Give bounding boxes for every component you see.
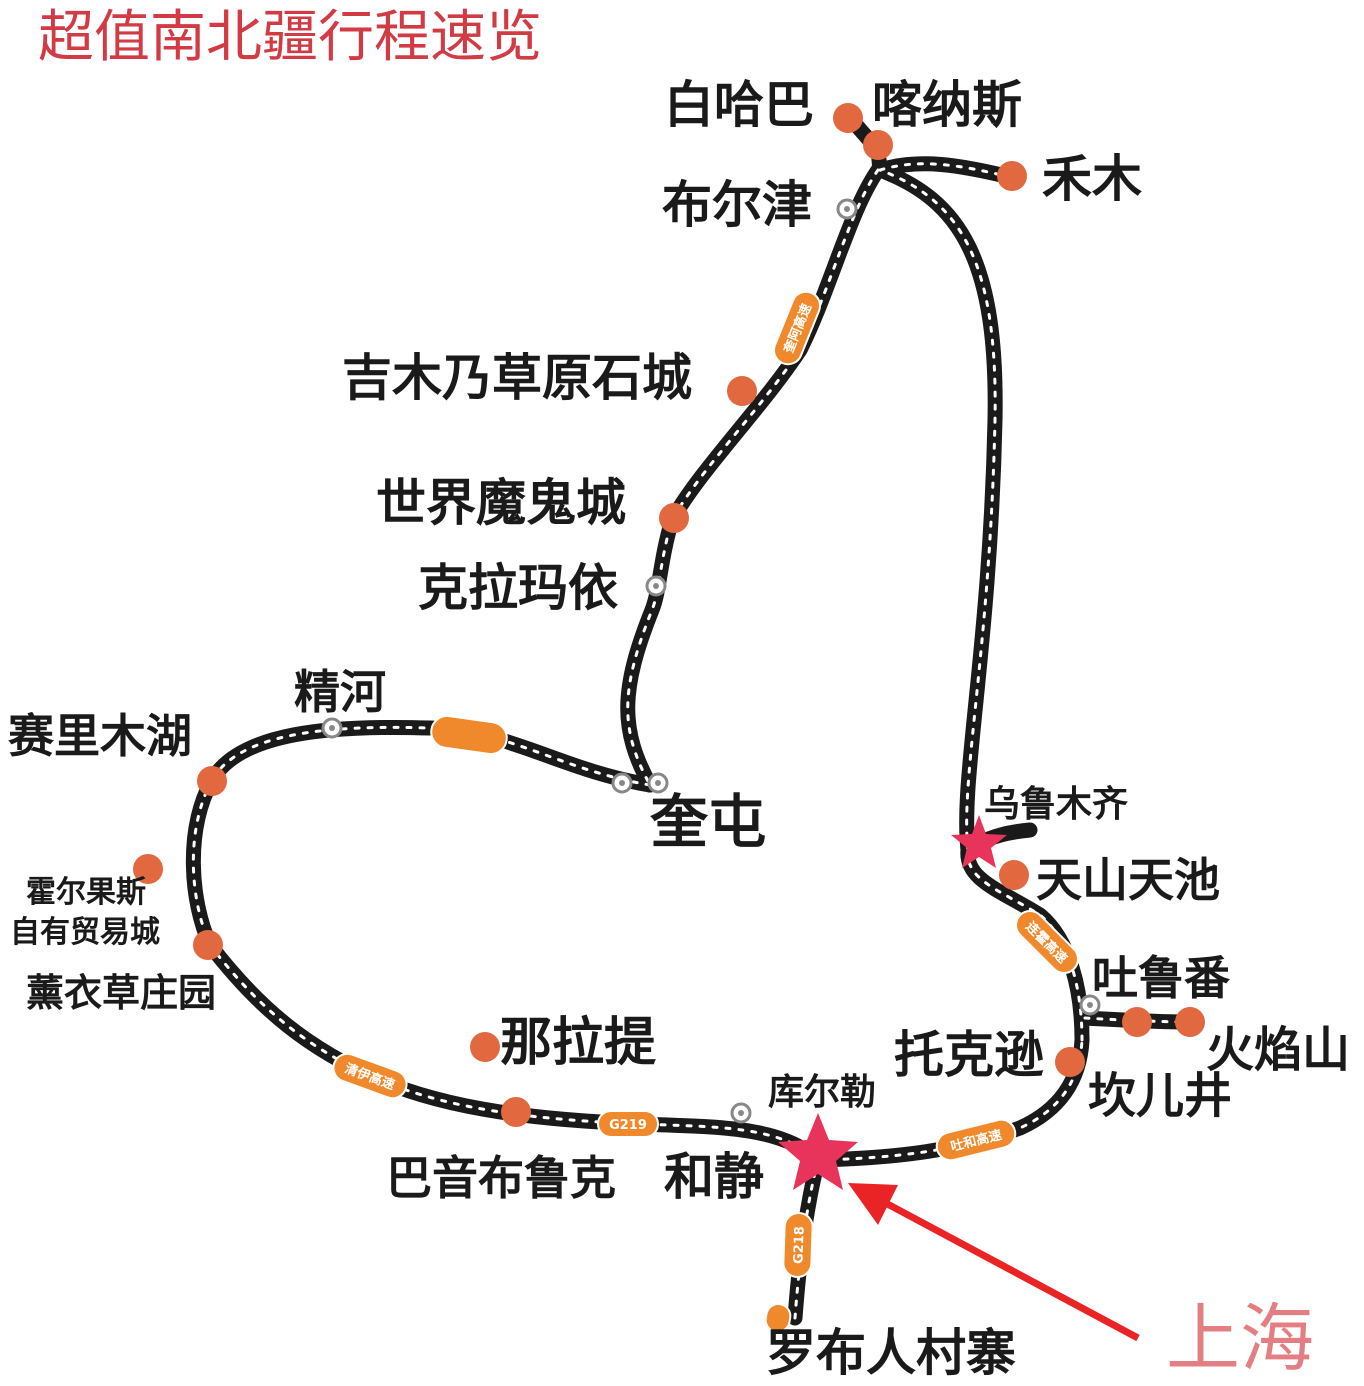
via-point-hejing (730, 1102, 752, 1124)
label-bayanbulak: 巴音布鲁克 (386, 1151, 616, 1205)
stop-markers (133, 103, 1205, 1127)
svg-text:G218: G218 (791, 1226, 807, 1264)
hub-star-korla (778, 1113, 858, 1190)
label-kuitun: 奎屯 (650, 788, 766, 856)
svg-text:G219: G219 (609, 1118, 647, 1133)
stop-marker-kanas (863, 130, 893, 160)
label-baihaba: 白哈巴 (664, 76, 814, 134)
stop-marker-nalati (470, 1032, 500, 1062)
stop-marker-flaming (1175, 1007, 1205, 1037)
label-tianchi: 天山天池 (1036, 853, 1220, 907)
label-hemu: 禾木 (1042, 150, 1142, 208)
via-point-karamay (645, 575, 667, 597)
label-kanas: 喀纳斯 (872, 76, 1022, 134)
label-hejing: 和静 (664, 1148, 764, 1206)
via-point-burqin (836, 198, 858, 220)
label-flaming: 火焰山 (1206, 1022, 1350, 1078)
stop-marker-lavender (193, 930, 223, 960)
label-khorgos-line2: 自有贸易城 (10, 915, 160, 950)
label-khorgos-line1: 霍尔果斯 (26, 875, 146, 910)
label-loulan: 罗布人村寨 (766, 1324, 1016, 1382)
label-jimunai: 吉木乃草原石城 (342, 349, 692, 407)
road-shield-g218: G218 (782, 1212, 814, 1278)
origin-label: 上海 (1166, 1296, 1314, 1382)
via-point-kuitun-b (647, 772, 669, 794)
via-points (321, 198, 1101, 1124)
label-jinghe: 精河 (294, 665, 386, 719)
via-point-kuitun-a (611, 772, 633, 794)
route-burqin-kuitun (620, 162, 886, 793)
via-point-jinghe (321, 717, 343, 739)
label-lavender: 薰衣草庄园 (26, 971, 216, 1015)
stop-marker-sayram (197, 766, 227, 796)
label-karamay: 克拉玛依 (418, 559, 618, 617)
label-ghost-city: 世界魔鬼城 (376, 474, 626, 532)
label-nalati: 那拉提 (500, 1013, 656, 1073)
stop-marker-khorgos (133, 854, 163, 884)
road-shield-qingyi: 清伊高速 (332, 1052, 408, 1100)
label-sayram: 赛里木湖 (8, 709, 192, 763)
via-point-turpan (1079, 994, 1101, 1016)
stop-marker-karez (1122, 1007, 1152, 1037)
label-karez: 坎儿井 (1088, 1068, 1232, 1124)
hub-star-urumqi (951, 815, 1007, 868)
origin-arrow (848, 1183, 1140, 1342)
label-toksun: 托克逊 (894, 1026, 1044, 1084)
place-labels: 白哈巴 喀纳斯 禾木 布尔津 吉木乃草原石城 世界魔鬼城 克拉玛依 精河 赛里木… (8, 76, 1350, 1382)
stop-marker-ghost-city (659, 503, 689, 533)
stop-marker-tianchi (999, 860, 1029, 890)
stop-marker-jimunai (727, 376, 757, 406)
stop-marker-baihaba (833, 103, 863, 133)
road-shield-g3012 (764, 1303, 792, 1333)
label-turpan: 吐鲁番 (1092, 951, 1230, 1005)
stop-marker-toksun (1055, 1047, 1085, 1077)
label-korla: 库尔勒 (768, 1072, 876, 1113)
stop-marker-bayanbulak (501, 1097, 531, 1127)
map-title: 超值南北疆行程速览 (38, 5, 542, 70)
label-burqin: 布尔津 (662, 176, 812, 234)
label-urumqi: 乌鲁木齐 (984, 784, 1128, 825)
route-urumqi-hemu (872, 162, 1003, 858)
road-shield-g219: G219 (597, 1110, 659, 1138)
road-shield-jinghe-kuitun (430, 714, 508, 756)
road-shield-tuhe: 吐和高速 (935, 1118, 1017, 1162)
stop-marker-hemu (997, 161, 1027, 191)
